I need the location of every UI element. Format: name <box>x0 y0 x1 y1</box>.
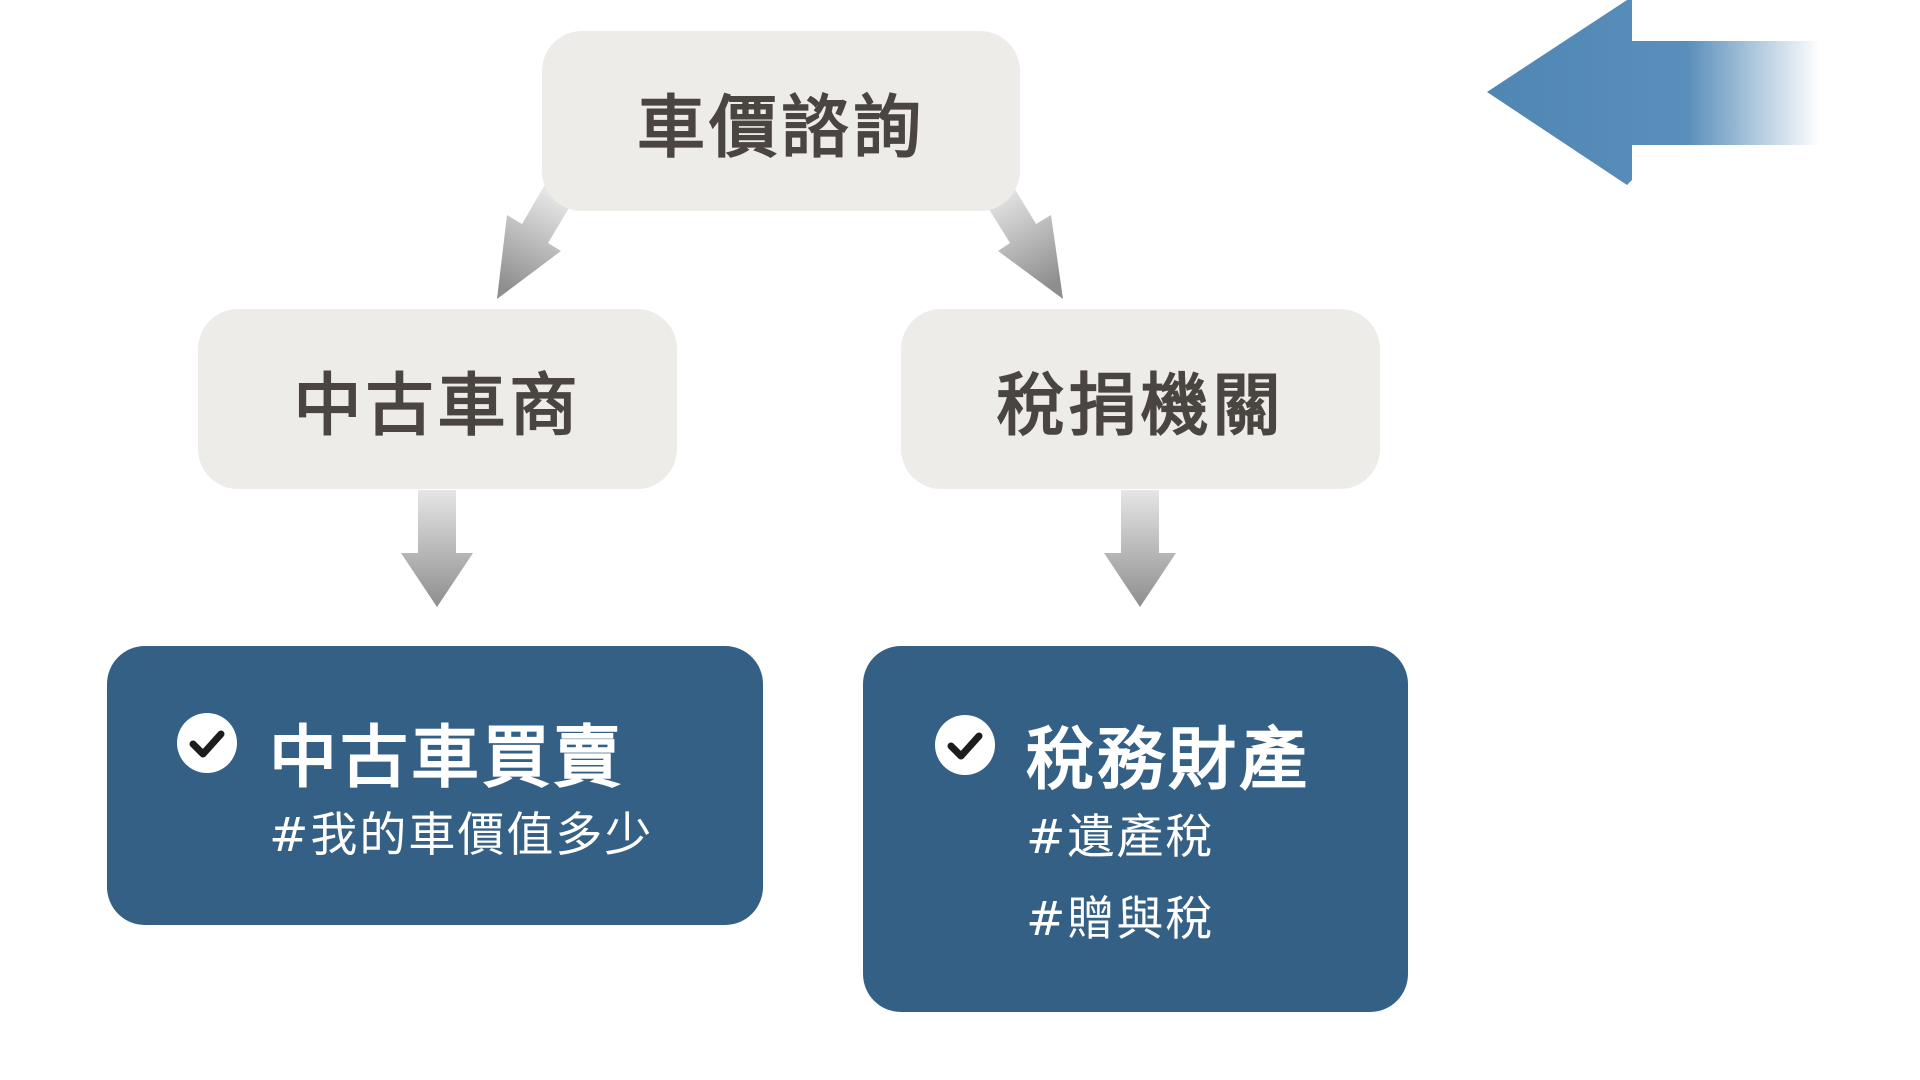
branch-node-label: 稅捐機關 <box>996 366 1285 446</box>
arrow-down-icon <box>982 181 1063 299</box>
result-card-tag: #贈與稅 <box>1026 892 1215 947</box>
root-node: 車價諮詢 <box>542 31 1020 211</box>
result-card-tag: #我的車價值多少 <box>269 808 654 863</box>
check-circle-icon <box>177 713 237 773</box>
result-card-tax-property: 稅務財產 #遺產稅 #贈與稅 <box>863 646 1408 1012</box>
arrow-down-icon <box>1104 490 1176 607</box>
arrow-down-icon <box>401 490 473 607</box>
result-card-title: 中古車買賣 <box>269 719 625 798</box>
branch-node-tax-office: 稅捐機關 <box>901 309 1380 489</box>
result-card-used-car: 中古車買賣 #我的車價值多少 <box>107 646 763 925</box>
root-node-label: 車價諮詢 <box>636 88 925 168</box>
result-card-tag: #遺產稅 <box>1026 810 1215 865</box>
branch-node-label: 中古車商 <box>293 366 582 446</box>
arrow-left-icon <box>1487 0 1820 185</box>
result-card-title: 稅務財產 <box>1026 721 1311 800</box>
arrow-down-icon <box>497 181 575 299</box>
check-circle-icon <box>935 715 995 775</box>
branch-node-dealer: 中古車商 <box>198 309 677 489</box>
